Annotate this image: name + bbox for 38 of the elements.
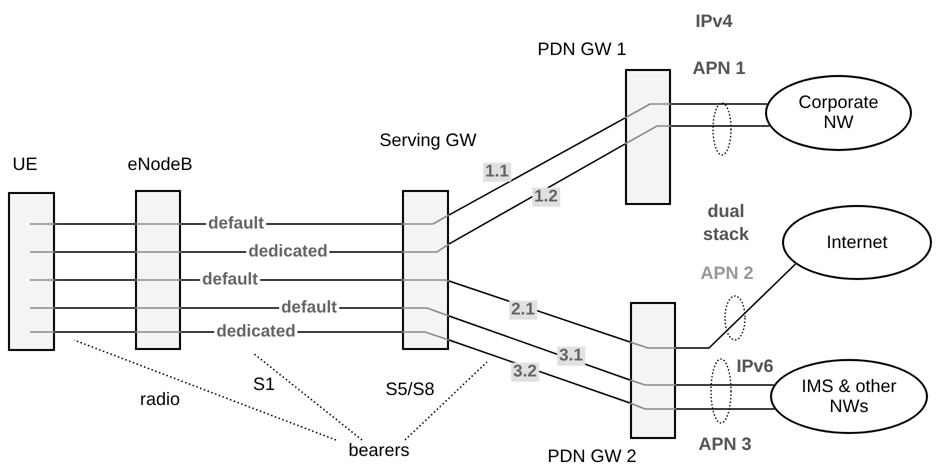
edge-label: 1.1 — [483, 162, 511, 182]
bearer-line — [55, 223, 135, 225]
bearer-line — [55, 279, 135, 281]
edge-label: 3.1 — [557, 346, 585, 366]
network-name: Internet — [825, 232, 889, 252]
leader-line — [252, 352, 362, 441]
annotation-text: APN 1 — [691, 57, 746, 80]
network-name: IMS & other NWs — [800, 376, 898, 416]
bearer-line — [55, 251, 135, 253]
bearer-line — [55, 307, 135, 309]
note-text: bearers — [336, 440, 422, 462]
edge-label: 3.2 — [511, 362, 539, 382]
element-name: Serving GW — [378, 130, 478, 152]
annotation-text: dual stack — [702, 200, 750, 246]
annotation-text: IPv6 — [735, 355, 775, 378]
leader-line — [404, 361, 488, 441]
edge-label: 2.1 — [509, 300, 537, 320]
element-name: PDN GW 1 — [536, 39, 628, 61]
bearer-line — [676, 384, 774, 386]
bearer-line — [448, 143, 626, 245]
element-name: PDN GW 2 — [546, 446, 638, 468]
annotation-text: APN 2 — [699, 262, 754, 285]
network-name: Corporate NW — [797, 93, 880, 133]
element-name: UE — [11, 154, 38, 176]
bearer-line — [55, 331, 135, 333]
element-name: eNodeB — [126, 154, 194, 176]
bearer-line — [676, 263, 796, 349]
edge-label: 1.2 — [532, 188, 560, 206]
annotation-text: IPv4 — [694, 10, 734, 33]
annotation-text: S5/S8 — [384, 378, 436, 401]
annotation-text: APN 3 — [697, 433, 752, 456]
leader-line — [74, 339, 336, 441]
bearer-line — [448, 117, 626, 216]
annotation-text: S1 — [252, 373, 276, 396]
annotation-text: radio — [138, 388, 182, 411]
bearer-line — [676, 408, 775, 410]
bearer-line — [671, 103, 768, 105]
bearer-line — [671, 125, 770, 127]
